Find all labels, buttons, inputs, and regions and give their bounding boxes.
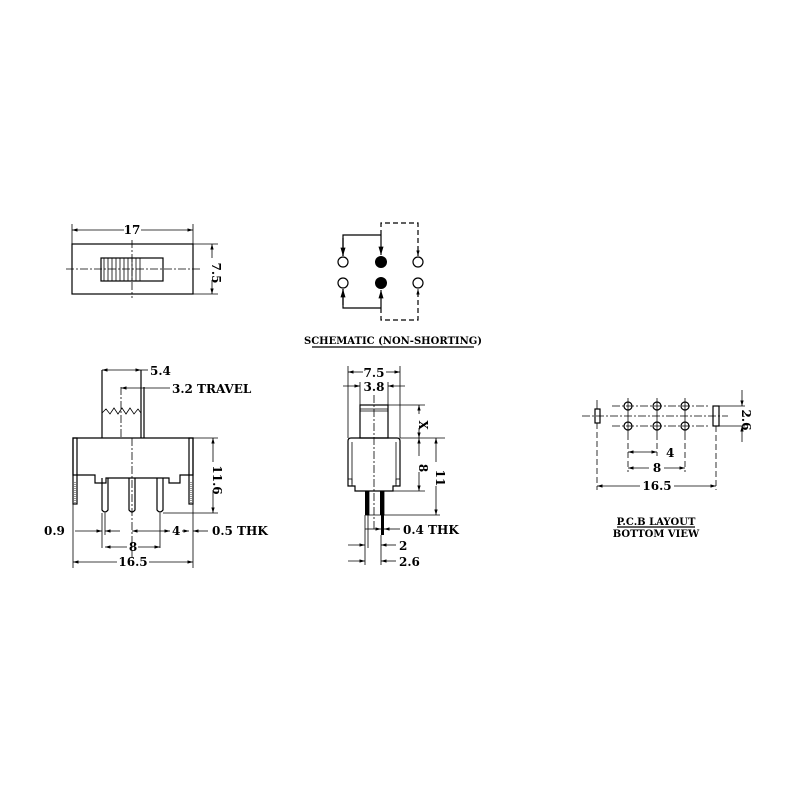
dim-16-5: 16.5: [118, 555, 147, 569]
schematic-title: SCHEMATIC (NON-SHORTING): [304, 336, 482, 347]
dim-x: X: [416, 420, 430, 430]
front-view: 5.4 3.2 TRAVEL 11.6 0.9 4 0.5 THK 8: [44, 364, 268, 569]
mount-tab-right: [188, 437, 194, 505]
dim-7-5-side: 7.5: [364, 366, 385, 380]
dim-3-8: 3.8: [364, 380, 385, 394]
dim-0-5-thk: 0.5 THK: [212, 524, 268, 538]
dim-11: 11: [433, 470, 447, 487]
dim-16-5-pcb: 16.5: [642, 479, 671, 493]
dim-2: 2: [399, 539, 407, 553]
top-view: 17 7.5: [66, 223, 223, 298]
dim-4-pcb: 4: [666, 446, 674, 460]
mount-tab-left: [72, 437, 78, 505]
dim-2-6-pcb: 2.6: [739, 410, 753, 431]
dim-7-5: 7.5: [209, 263, 223, 284]
terminal-common: [375, 256, 387, 268]
pcb-layout: 2.6 4 8 16.5 P.C.B LAYOUT BOTTOM VIEW: [582, 390, 753, 540]
front-body: [72, 437, 194, 484]
dim-5-4: 5.4: [150, 364, 171, 378]
actuator-grip-lines: [103, 258, 141, 281]
dim-travel: 3.2 TRAVEL: [172, 382, 252, 396]
dim-8: 8: [129, 540, 137, 554]
pin-right: [156, 478, 164, 513]
dim-4: 4: [172, 524, 180, 538]
dim-2-6: 2.6: [399, 555, 420, 569]
terminal-open: [412, 256, 424, 268]
pcb-mount-slot-left: [594, 408, 601, 424]
terminal-open: [337, 256, 349, 268]
terminal-open: [337, 277, 349, 289]
pcb-subtitle: BOTTOM VIEW: [613, 529, 700, 540]
dim-8-side: 8: [416, 464, 430, 472]
pin-left: [101, 478, 109, 513]
dim-11-6: 11.6: [210, 465, 224, 494]
side-body: [347, 437, 401, 492]
dim-0-9: 0.9: [44, 524, 65, 538]
dim-0-4-thk: 0.4 THK: [403, 523, 459, 537]
schematic: SCHEMATIC (NON-SHORTING): [304, 222, 482, 348]
side-view: 7.5 3.8 X 8 11 0.4 THK 2 2.6: [343, 366, 459, 569]
pcb-title: P.C.B LAYOUT: [617, 517, 696, 528]
terminal-common: [375, 277, 387, 289]
pin-center: [128, 478, 136, 513]
dim-8-pcb: 8: [653, 461, 661, 475]
dim-17: 17: [124, 223, 141, 237]
terminal-open: [412, 277, 424, 289]
